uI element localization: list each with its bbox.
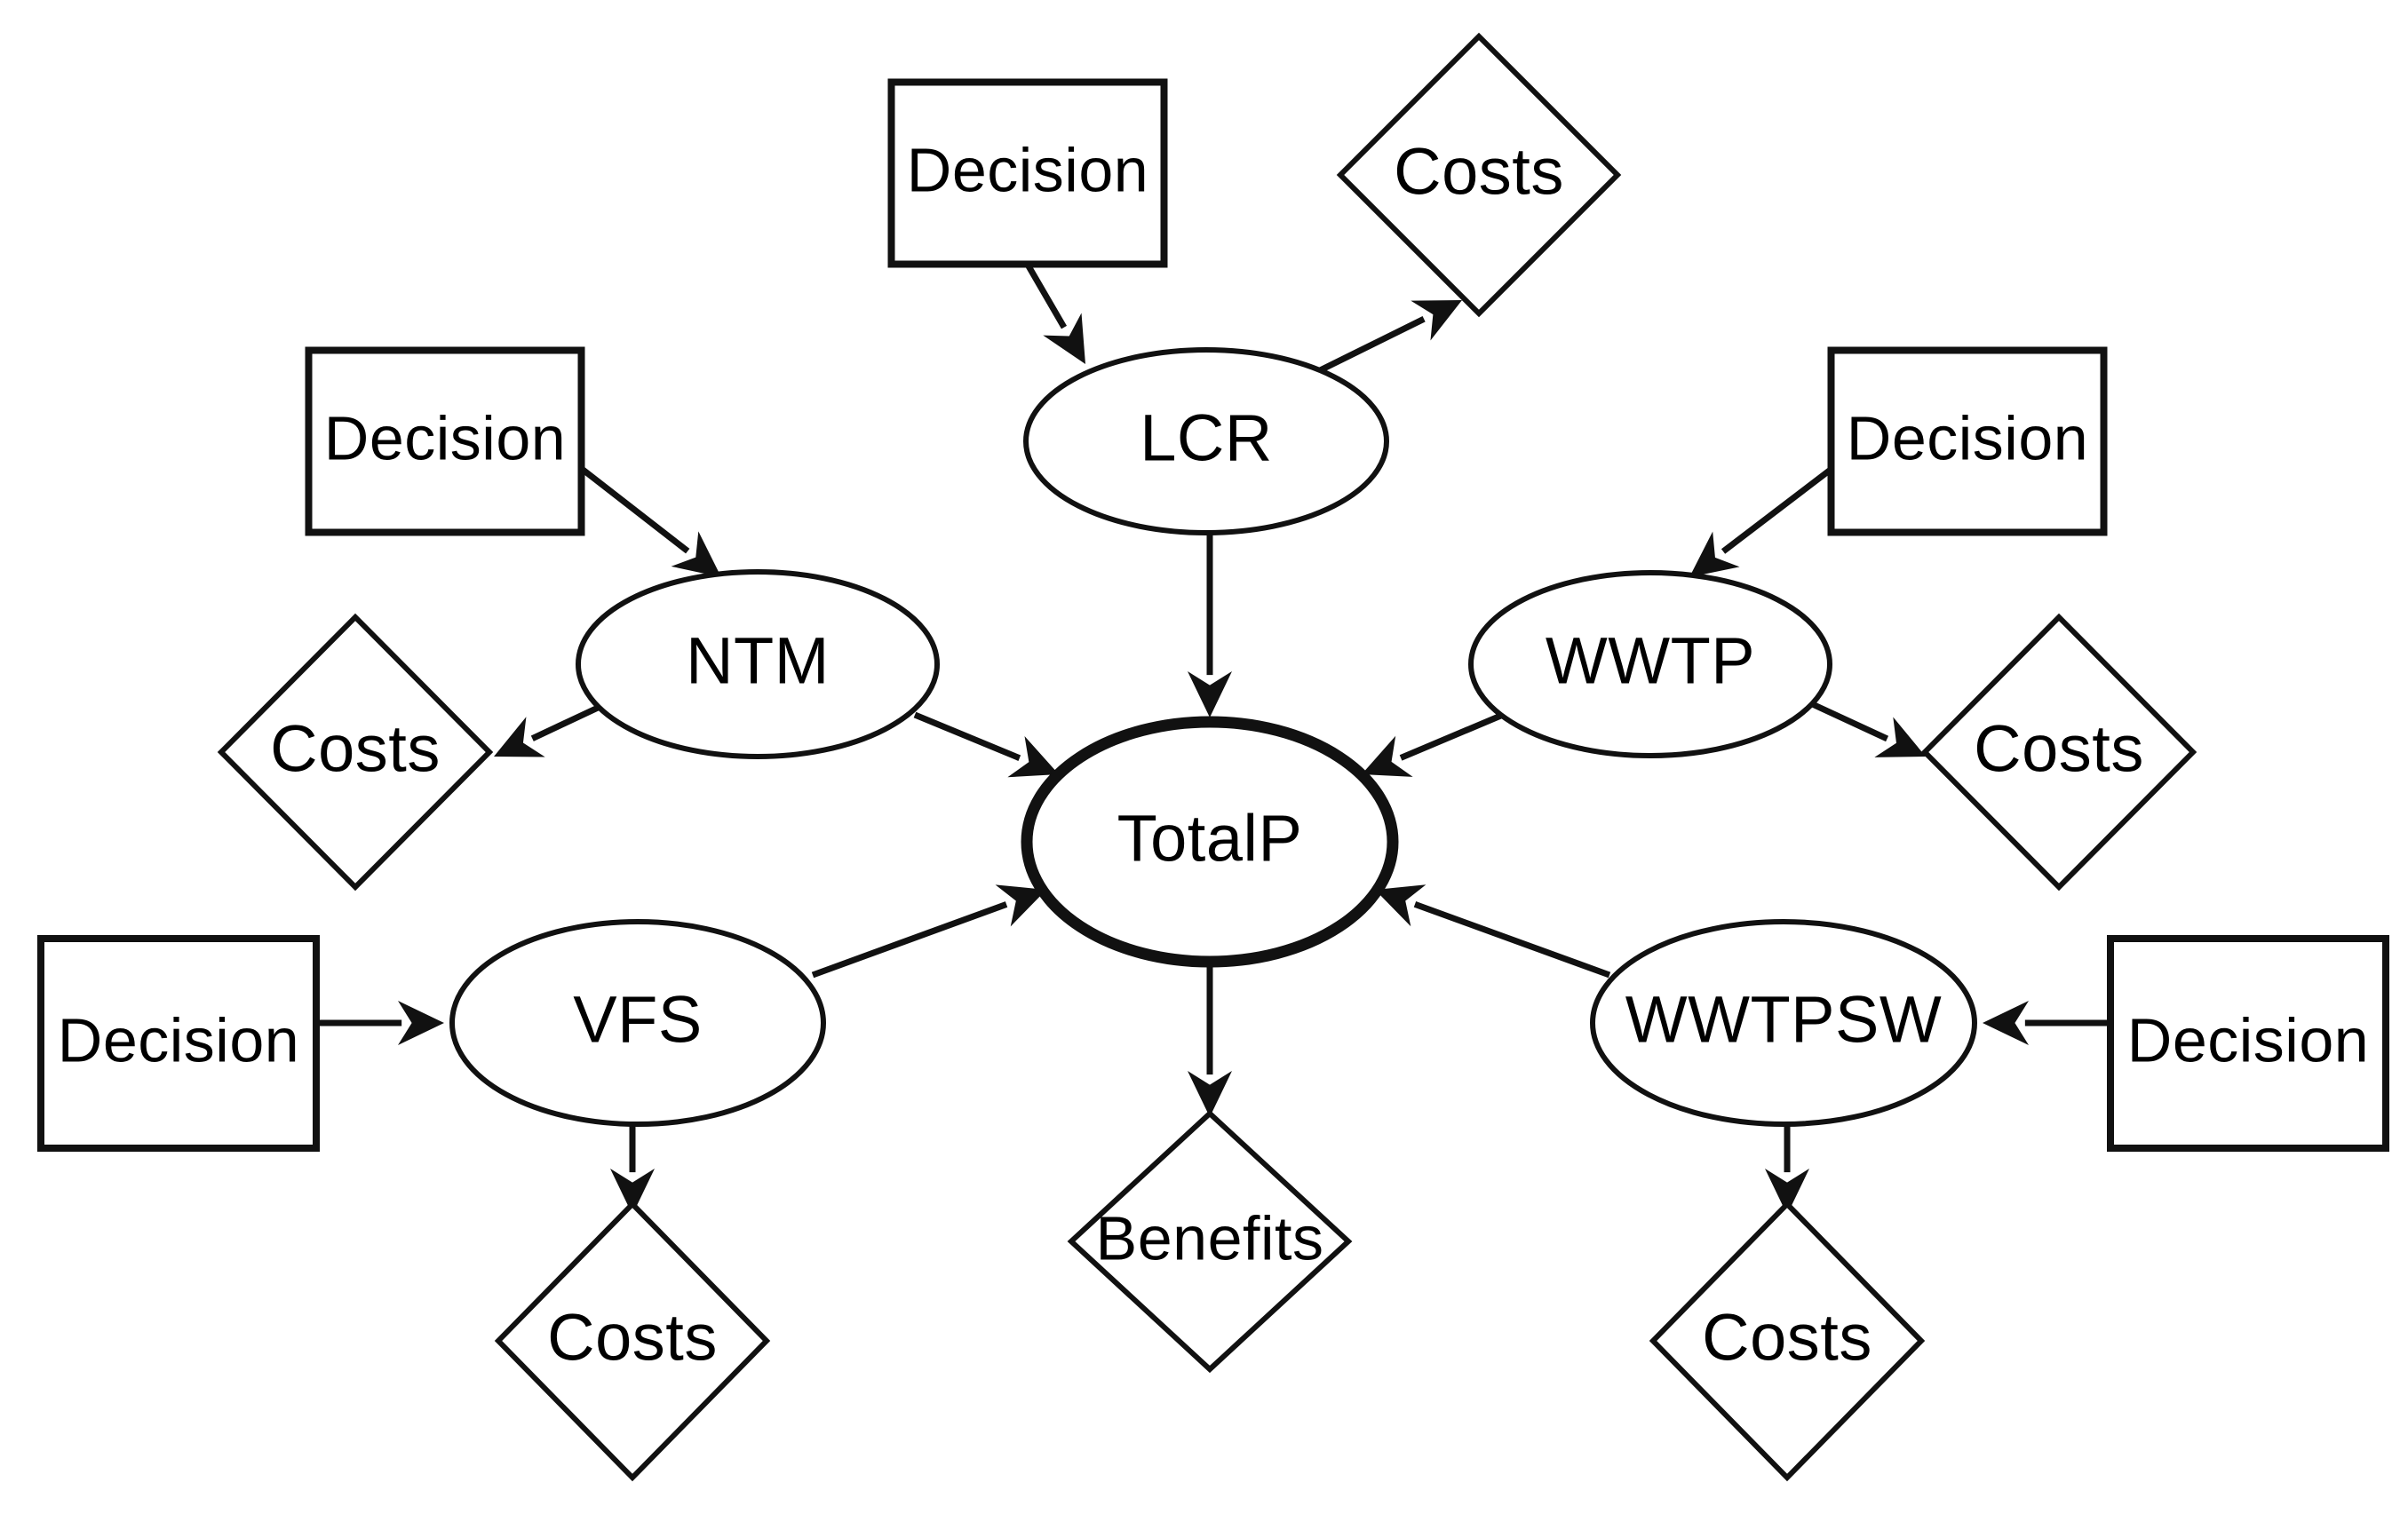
node-costs-lcr[interactable]: Costs (1336, 32, 1622, 318)
node-decision-wwtpsw[interactable]: Decision (2107, 935, 2389, 1152)
chance-ellipse (1023, 347, 1389, 535)
value-diamond (1067, 1109, 1353, 1374)
decision-rectangle (1827, 346, 2108, 536)
node-label: Costs (270, 712, 441, 786)
node-label: Decision (907, 135, 1148, 204)
node-label: LCR (1140, 401, 1273, 475)
node-decision-ntm[interactable]: Decision (305, 346, 585, 536)
value-diamond (494, 1200, 771, 1482)
node-label: NTM (686, 624, 830, 698)
decision-rectangle (305, 346, 585, 536)
edge-layer (316, 263, 2110, 1215)
node-ntm[interactable]: NTM (576, 569, 940, 759)
node-label: Costs (547, 1301, 718, 1375)
node-costs-wwtp[interactable]: Costs (1920, 613, 2197, 892)
value-diamond (1920, 613, 2197, 892)
node-totalp[interactable]: TotalP (1021, 716, 1399, 968)
edge-arrow (610, 1126, 655, 1215)
edge-arrow (1188, 963, 1232, 1117)
node-costs-wwtpsw[interactable]: Costs (1649, 1200, 1926, 1482)
decision-rectangle (37, 935, 320, 1152)
edge-arrow (579, 466, 721, 577)
decision-rectangle (887, 78, 1168, 268)
value-diamond (1649, 1200, 1926, 1482)
value-diamond (1336, 32, 1622, 318)
node-benefits[interactable]: Benefits (1067, 1109, 1353, 1374)
node-decision-vfs[interactable]: Decision (37, 935, 320, 1152)
node-decision-lcr[interactable]: Decision (887, 78, 1168, 268)
edge-arrow (1765, 1126, 1809, 1215)
chance-ellipse (449, 919, 826, 1127)
edge-arrow (811, 884, 1046, 979)
node-wwtp[interactable]: WWTP (1468, 570, 1832, 758)
node-wwtpsw[interactable]: WWTPSW (1590, 919, 1977, 1127)
edge-arrow (1188, 535, 1232, 717)
node-label: VFS (573, 983, 702, 1057)
edge-arrow (1983, 1001, 2110, 1045)
value-diamond (217, 613, 494, 892)
node-label: Decision (2127, 1005, 2369, 1074)
node-costs-ntm[interactable]: Costs (217, 613, 494, 892)
edge-arrow (1304, 300, 1462, 381)
edge-arrow (1805, 698, 1926, 757)
chance-ellipse (1468, 570, 1832, 758)
edge-arrow (1689, 466, 1834, 577)
node-label: TotalP (1117, 802, 1303, 876)
edge-arrow (494, 698, 613, 757)
chance-ellipse (576, 569, 940, 759)
node-vfs[interactable]: VFS (449, 919, 826, 1127)
edge-arrow (1024, 263, 1085, 364)
decision-rectangle (2107, 935, 2389, 1152)
edge-arrow (1362, 711, 1505, 777)
node-label: Costs (1974, 712, 2144, 786)
node-label: Decision (58, 1005, 299, 1074)
node-label: WWTP (1546, 624, 1755, 698)
node-label: Benefits (1096, 1203, 1324, 1272)
node-label: Decision (324, 403, 566, 472)
node-decision-wwtp[interactable]: Decision (1827, 346, 2108, 536)
node-label: Costs (1394, 135, 1564, 209)
node-label: Decision (1847, 403, 2088, 472)
chance-ellipse (1590, 919, 1977, 1127)
node-costs-vfs[interactable]: Costs (494, 1200, 771, 1482)
node-label: Costs (1702, 1301, 1872, 1375)
node-lcr[interactable]: LCR (1023, 347, 1389, 535)
objective-ellipse (1021, 716, 1399, 968)
edge-arrow (316, 1001, 444, 1045)
edge-arrow (1375, 884, 1611, 979)
edge-arrow (913, 711, 1059, 778)
node-label: WWTPSW (1625, 983, 1942, 1057)
